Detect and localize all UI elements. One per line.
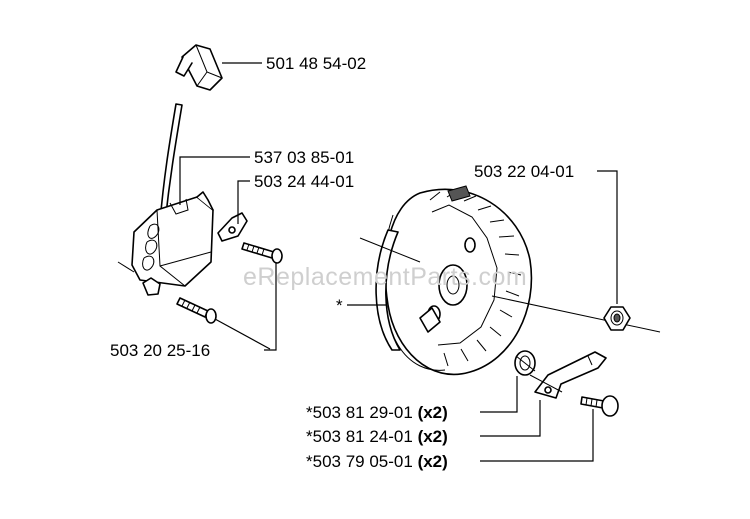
starter-pawl-drawing [534, 351, 607, 399]
label-pawl[interactable]: *503 81 24-01 (x2) [306, 427, 448, 446]
ground-clip-hole-drawing [228, 226, 236, 234]
leader-ground-clip [237, 180, 250, 224]
pawl-screw-drawing [580, 395, 619, 417]
axis-line-flywheel-rear [359, 237, 421, 263]
label-pawl-screw-number: *503 79 05-01 [306, 452, 413, 471]
label-ignition-module[interactable]: 537 03 85-01 [254, 148, 354, 167]
module-screw-lower-drawing [176, 297, 217, 324]
flywheel-nut-drawing [603, 306, 631, 331]
label-pawl-qty: (x2) [418, 427, 448, 446]
leader-module-screws-b [214, 318, 271, 350]
leader-flywheel-nut [597, 170, 618, 304]
watermark: eReplacementParts.com [243, 263, 527, 291]
label-flywheel-nut[interactable]: 503 22 04-01 [474, 162, 574, 181]
label-flywheel[interactable]: * [336, 296, 343, 315]
flywheel-drawing [375, 185, 533, 376]
leader-spring [480, 376, 518, 413]
leader-pawl-screw [480, 409, 594, 462]
leader-ignition-module [179, 156, 250, 205]
module-screw-upper-drawing [241, 242, 283, 264]
ignition-module-drawing [131, 191, 214, 296]
label-spring[interactable]: *503 81 29-01 (x2) [306, 403, 448, 422]
axis-line-flywheel-front [491, 295, 661, 333]
axis-line-left [117, 261, 135, 273]
axis-line-pawl [529, 374, 563, 393]
leader-pawl [480, 400, 541, 437]
label-pawl-screw[interactable]: *503 79 05-01 (x2) [306, 452, 448, 471]
pawl-spring-drawing [514, 350, 536, 376]
label-pawl-number: *503 81 24-01 [306, 427, 413, 446]
label-spring-qty: (x2) [418, 403, 448, 422]
label-pawl-screw-qty: (x2) [418, 452, 448, 471]
label-spark-plug-cap[interactable]: 501 48 54-02 [266, 54, 366, 73]
leader-module-screws-a [264, 262, 277, 351]
spark-plug-cap-drawing [175, 44, 223, 91]
label-ground-clip[interactable]: 503 24 44-01 [254, 172, 354, 191]
label-module-screws[interactable]: 503 20 25-16 [110, 341, 210, 360]
label-spring-number: *503 81 29-01 [306, 403, 413, 422]
